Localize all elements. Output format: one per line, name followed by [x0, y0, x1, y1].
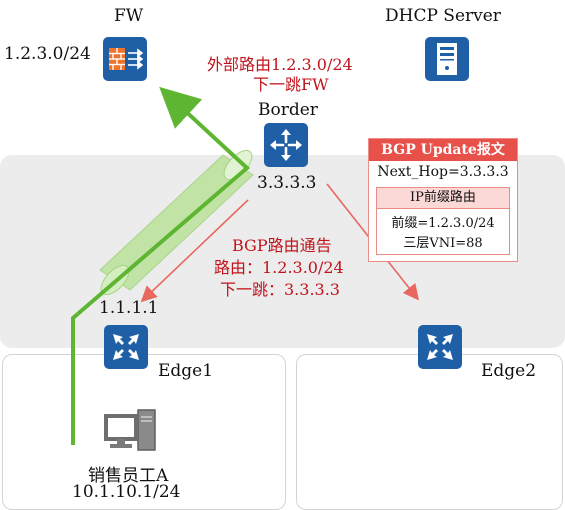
edge1-device[interactable] [104, 325, 148, 369]
ip-prefix-route-box: IP前缀路由 前缀=1.2.3.0/24 三层VNI=88 [376, 187, 510, 255]
bgp-notice-line3: 下一跳：3.3.3.3 [220, 280, 340, 299]
edge2-device[interactable] [418, 325, 462, 369]
border-device[interactable] [264, 123, 308, 167]
bgp-l3vni: 三层VNI=88 [403, 236, 483, 251]
external-route-label-line1: 外部路由1.2.3.0/24 [207, 55, 353, 74]
border-ip-label: 3.3.3.3 [257, 173, 317, 193]
fw-label: FW [114, 6, 144, 26]
switch-icon [113, 334, 139, 360]
edge1-ip-label: 1.1.1.1 [99, 298, 159, 318]
bgp-next-hop: Next_Hop=3.3.3.3 [377, 164, 509, 180]
bgp-notice-line1: BGP路由通告 [232, 236, 332, 255]
firewall-device[interactable] [103, 37, 147, 81]
bgp-update-box: BGP Update报文 Next_Hop=3.3.3.3 IP前缀路由 前缀=… [368, 138, 518, 262]
bgp-notice-line2: 路由：1.2.3.0/24 [214, 258, 344, 277]
bgp-prefix: 前缀=1.2.3.0/24 [391, 216, 495, 231]
border-label: Border [258, 100, 318, 120]
ip-prefix-route-title: IP前缀路由 [377, 188, 509, 209]
host-ip-label: 10.1.10.1/24 [72, 482, 181, 502]
bgp-advert-arrow-edge1 [140, 199, 249, 303]
host-name-label: 销售员工A [88, 466, 169, 486]
pc-icon [104, 409, 156, 451]
bgp-update-title: BGP Update报文 [369, 139, 517, 161]
traffic-path [71, 86, 251, 445]
switch-icon [427, 334, 453, 360]
server-icon [437, 43, 457, 75]
external-route-label-line2: 下一跳FW [253, 75, 329, 94]
firewall-icon [109, 48, 143, 70]
dhcp-server-device[interactable] [425, 37, 469, 81]
edge2-label: Edge2 [481, 361, 537, 381]
router-icon [270, 129, 302, 161]
fw-subnet-label: 1.2.3.0/24 [4, 44, 91, 64]
dhcp-server-label: DHCP Server [385, 6, 501, 26]
edge1-label: Edge1 [158, 361, 214, 381]
